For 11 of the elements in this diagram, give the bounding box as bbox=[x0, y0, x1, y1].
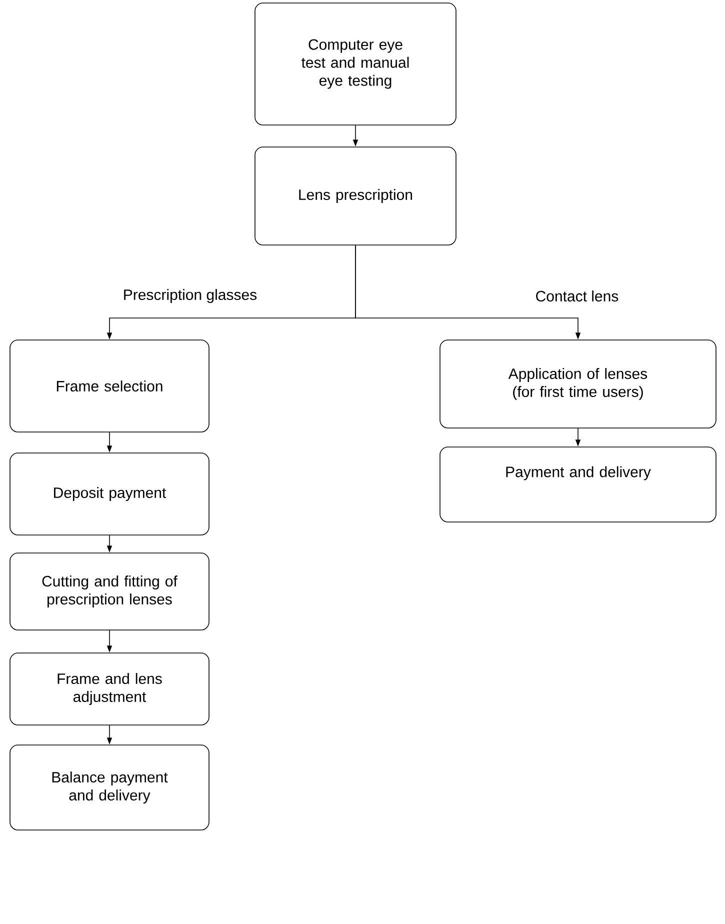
process-box: Lens prescription bbox=[254, 146, 456, 246]
process-box: Cutting and fitting of prescription lenses bbox=[10, 552, 210, 630]
process-box: Frame selection bbox=[10, 340, 210, 432]
process-box: Payment and delivery bbox=[440, 446, 716, 522]
process-box: Computer eye test and manual eye testing bbox=[254, 2, 456, 126]
process-box: Balance payment and delivery bbox=[10, 744, 210, 830]
process-box: Deposit payment bbox=[10, 452, 210, 536]
edge-label: Contact lens bbox=[534, 290, 620, 303]
edge-label: Prescription glasses bbox=[122, 288, 258, 304]
process-box: Application of lenses (for first time users) bbox=[440, 340, 716, 428]
process-box: Frame and lens adjustment bbox=[10, 652, 210, 726]
